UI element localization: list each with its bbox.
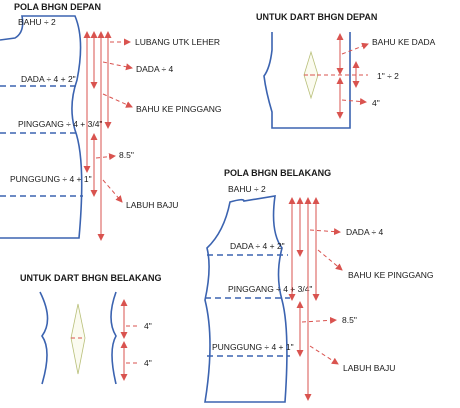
front-dada-label: DADA ÷ 4 + 2" (21, 74, 76, 84)
back-ann-dada: DADA ÷ 4 (346, 227, 384, 237)
front-dart-leader-4 (341, 98, 367, 105)
back-pattern: POLA BHGN BELAKANG BAHU ÷ 2 DADA ÷ 4 + 2… (204, 168, 434, 403)
front-ann-lubang: LUBANG UTK LEHER (135, 37, 220, 47)
back-ann-bahu-pinggang: BAHU KE PINGGANG (348, 270, 434, 280)
front-dart-pattern: UNTUK DART BHGN DEPAN BAHU KE DADA 1" ÷ … (256, 12, 436, 129)
front-leader-labuh (102, 179, 123, 203)
back-ann-labuh: LABUH BAJU (343, 363, 395, 373)
back-punggung-label: PUNGGUNG ÷ 4 + 1" (212, 342, 294, 352)
front-ann-85: 8.5" (119, 150, 134, 160)
back-dada-label: DADA ÷ 4 + 2" (230, 241, 285, 251)
back-dart-pattern: UNTUK DART BHGN BELAKANG 4" 4" (20, 273, 162, 385)
back-bahu-label: BAHU ÷ 2 (228, 184, 266, 194)
front-leader-bahu-pinggang (102, 93, 133, 108)
back-dart-title: UNTUK DART BHGN BELAKANG (20, 273, 162, 283)
back-dart-ann-4a: 4" (144, 321, 152, 331)
front-ann-labuh: LABUH BAJU (126, 200, 178, 210)
back-leader-bahu-pinggang (317, 249, 343, 271)
front-ann-dada: DADA ÷ 4 (136, 64, 174, 74)
front-pattern: POLA BHGN DEPAN BAHU ÷ 2 DADA ÷ 4 + 2" P… (0, 2, 222, 241)
front-pinggang-label: PINGGANG ÷ 4 + 3/4" (18, 119, 102, 129)
front-punggung-label: PUNGGUNG ÷ 4 + 1" (10, 174, 92, 184)
front-leader-85 (95, 153, 116, 161)
front-dart-ann-bahu-dada: BAHU KE DADA (372, 37, 436, 47)
back-pinggang-label: PINGGANG ÷ 4 + 3/4" (228, 284, 312, 294)
front-dart-title: UNTUK DART BHGN DEPAN (256, 12, 377, 22)
front-dart-ann-1: 1" ÷ 2 (377, 71, 399, 81)
front-bahu-label: BAHU ÷ 2 (18, 17, 56, 27)
back-title: POLA BHGN BELAKANG (224, 168, 331, 178)
front-ann-bahu-pinggang: BAHU KE PINGGANG (136, 104, 222, 114)
front-title: POLA BHGN DEPAN (14, 2, 101, 12)
back-leader-labuh (309, 345, 339, 365)
back-leader-dada (309, 228, 341, 236)
back-leader-85 (301, 316, 337, 324)
back-outline (204, 195, 288, 403)
front-dart-outline (263, 32, 351, 129)
back-ann-85: 8.5" (342, 315, 357, 325)
back-dart-ann-4b: 4" (144, 358, 152, 368)
back-dart-outline (39, 291, 117, 385)
front-outline (0, 15, 83, 239)
front-dart-leader-bahu-dada (341, 42, 369, 55)
front-leader-dada (102, 61, 133, 71)
front-dart-ann-4: 4" (372, 98, 380, 108)
back-dart-shape (70, 303, 86, 375)
